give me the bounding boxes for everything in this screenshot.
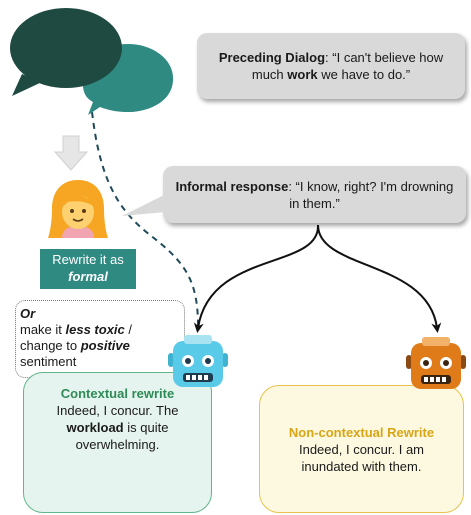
informal-response-text: Informal response: “I know, right? I'm d…	[173, 178, 456, 212]
preceding-dialog-label: Preceding Dialog	[218, 50, 326, 65]
preceding-text-b: we have to do.”	[317, 67, 411, 82]
contextual-title: Contextual rewrite	[60, 386, 175, 401]
preceding-bold-word: work	[287, 67, 318, 82]
speech-bubbles-icon	[10, 8, 173, 115]
preceding-dialog-bubble: Preceding Dialog: “I can't believe how m…	[197, 33, 465, 99]
noncontextual-text: Indeed, I concur. I am inundated with th…	[298, 442, 425, 474]
informal-response-bubble: Informal response: “I know, right? I'm d…	[163, 166, 466, 223]
contextual-rewrite-box: Contextual rewrite Indeed, I concur. The…	[23, 372, 212, 513]
preceding-dialog-text: Preceding Dialog: “I can't believe how m…	[207, 49, 455, 83]
arrow-to-contextual	[193, 224, 320, 333]
dashed-connector	[91, 111, 199, 327]
alt-pre2: change to	[20, 338, 81, 353]
alt-post: sentiment	[20, 354, 77, 369]
woman-face-icon	[48, 180, 108, 238]
noncontextual-rewrite-box: Non-contextual Rewrite Indeed, I concur.…	[259, 385, 464, 513]
alt-sep: /	[124, 322, 133, 337]
informal-bubble-tail	[122, 194, 166, 216]
robot-orange-icon	[406, 337, 466, 389]
preceding-text-a: : “I can't believe how much	[251, 50, 444, 82]
rewrite-instruction: Rewrite it as formal	[40, 249, 136, 289]
arrow-to-noncontextual	[317, 224, 442, 333]
robot-blue-icon	[168, 335, 228, 387]
alt-opt1: less toxic	[65, 322, 125, 337]
alt-opt2: positive	[80, 338, 130, 353]
rewrite-line1: Rewrite it as	[52, 252, 124, 267]
contextual-text-b: is quite overwhelming.	[75, 420, 169, 452]
alt-pre1: make it	[20, 322, 66, 337]
contextual-text-a: Indeed, I concur. The	[56, 403, 179, 418]
alt-or: Or	[20, 306, 36, 321]
rewrite-line2: formal	[68, 269, 108, 284]
informal-text: : “I know, right? I'm drowning in them.”	[288, 178, 454, 211]
arrow-down-icon	[53, 135, 89, 171]
noncontextual-title: Non-contextual Rewrite	[288, 425, 435, 440]
informal-response-label: Informal response	[175, 178, 289, 194]
contextual-bold-word: workload	[66, 420, 124, 435]
alternative-instructions-box: Or make it less toxic / change to positi…	[15, 300, 185, 378]
